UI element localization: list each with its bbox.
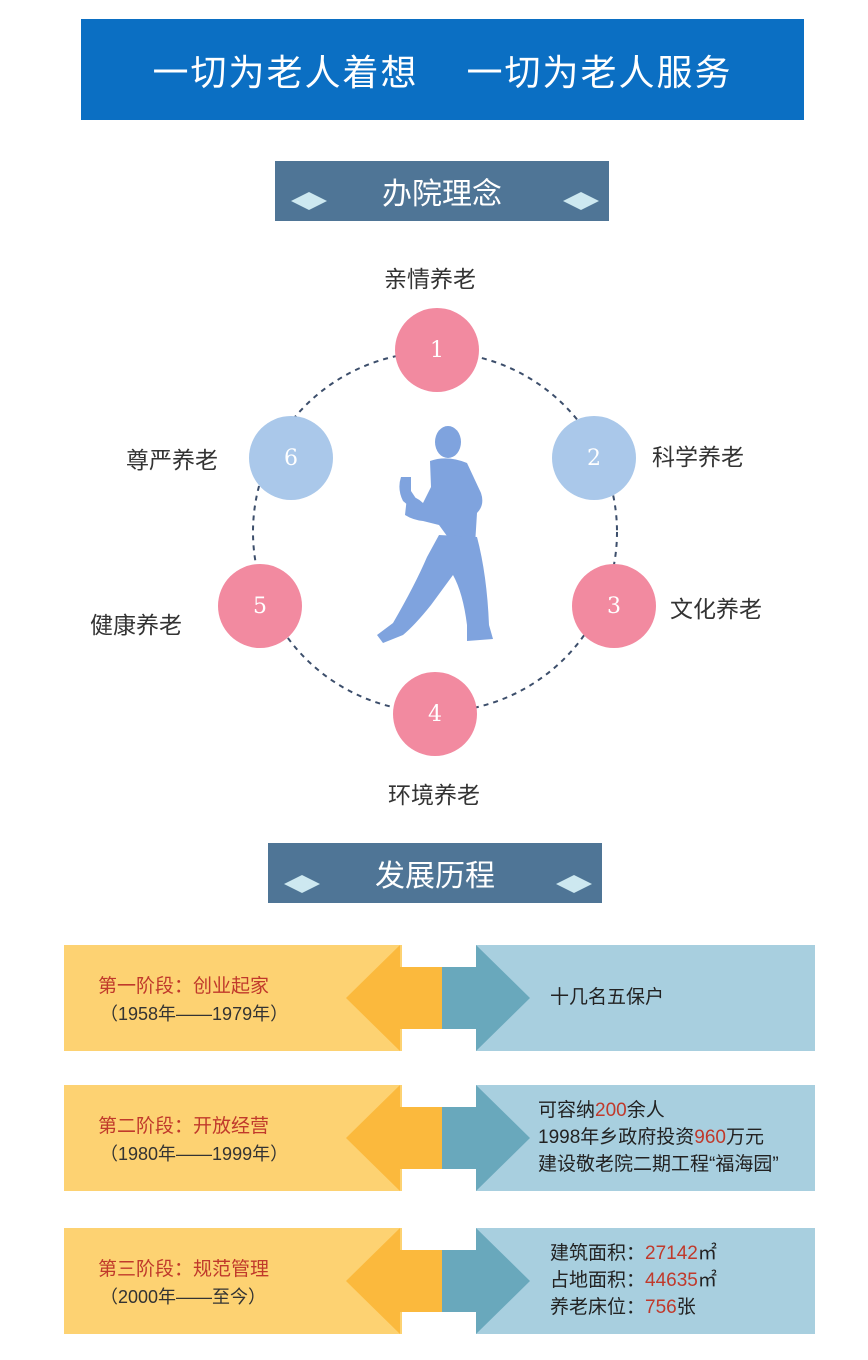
diamond-icon xyxy=(291,192,327,210)
philosophy-label-5: 健康养老 xyxy=(90,613,182,639)
node-number: 4 xyxy=(428,701,442,727)
stage-3-title: 第三阶段：规范管理 xyxy=(98,1258,270,1280)
text-segment: ㎡ xyxy=(697,1270,717,1291)
highlight-value: 756 xyxy=(645,1297,677,1318)
text-segment: ㎡ xyxy=(697,1243,717,1264)
stage-3-right-box xyxy=(476,1228,815,1334)
philosophy-label-2: 科学养老 xyxy=(652,445,744,471)
philosophy-title: 办院理念 xyxy=(382,177,502,212)
philosophy-node-2: 2 xyxy=(552,416,636,500)
stage-text-line: 1998年乡政府投资960万元 xyxy=(538,1124,779,1151)
text-segment: 张 xyxy=(676,1297,696,1318)
node-number: 2 xyxy=(587,445,601,471)
top-banner: 一切为老人着想 一切为老人服务 xyxy=(81,19,804,120)
philosophy-label-6: 尊严养老 xyxy=(126,448,218,474)
text-segment: 养老床位： xyxy=(550,1297,646,1318)
text-segment: 余人 xyxy=(626,1100,665,1121)
stage-text-line: 可容纳200余人 xyxy=(538,1097,779,1124)
stage-1-arrows-icon xyxy=(346,945,530,1051)
banner-left-text: 一切为老人着想 xyxy=(152,52,419,94)
banner-right-text: 一切为老人服务 xyxy=(466,52,733,94)
stage-text-line: 养老床位：756张 xyxy=(550,1294,717,1321)
philosophy-title-bar: 办院理念 xyxy=(275,161,609,221)
tai-chi-figure-icon xyxy=(377,426,493,643)
text-segment: 建筑面积： xyxy=(550,1243,646,1264)
stage-text-line: 十几名五保户 xyxy=(550,984,664,1011)
text-segment: 建设敬老院二期工程“福海园” xyxy=(538,1154,779,1175)
philosophy-node-5: 5 xyxy=(218,564,302,648)
highlight-value: 44635 xyxy=(645,1270,698,1291)
stage-3-period: （2000年——至今） xyxy=(100,1287,267,1307)
stage-2-title: 第二阶段：开放经营 xyxy=(98,1115,270,1137)
philosophy-label-3: 文化养老 xyxy=(670,597,762,623)
stage-text-line: 建筑面积：27142㎡ xyxy=(550,1240,717,1267)
stage-3-arrows-icon xyxy=(346,1228,530,1334)
philosophy-label-1: 亲情养老 xyxy=(384,267,476,293)
node-number: 5 xyxy=(253,593,267,619)
text-segment: 万元 xyxy=(725,1127,764,1148)
highlight-value: 200 xyxy=(595,1100,627,1121)
node-number: 6 xyxy=(284,445,298,471)
philosophy-node-4: 4 xyxy=(393,672,477,756)
text-segment: 占地面积： xyxy=(550,1270,646,1291)
node-number: 1 xyxy=(430,337,444,363)
diamond-icon xyxy=(563,192,599,210)
stage-2-right-box xyxy=(476,1085,815,1191)
philosophy-node-6: 6 xyxy=(249,416,333,500)
philosophy-label-4: 环境养老 xyxy=(388,783,480,809)
stage-1-right-box xyxy=(476,945,815,1051)
node-number: 3 xyxy=(607,593,621,619)
stage-3-left-box xyxy=(64,1228,402,1334)
stage-text-line: 占地面积：44635㎡ xyxy=(550,1267,717,1294)
stage-1-description: 十几名五保户 xyxy=(550,984,664,1011)
stage-1-left-box xyxy=(64,945,402,1051)
highlight-value: 27142 xyxy=(645,1243,698,1264)
text-segment: 十几名五保户 xyxy=(550,987,665,1008)
stage-text-line: 建设敬老院二期工程“福海园” xyxy=(538,1151,779,1178)
stage-2-period: （1980年——1999年） xyxy=(100,1144,289,1164)
stage-1-title: 第一阶段：创业起家 xyxy=(98,975,270,997)
diamond-icon xyxy=(284,875,320,893)
stage-1-period: （1958年——1979年） xyxy=(100,1004,289,1024)
history-title: 发展历程 xyxy=(375,859,495,894)
stage-2-left-box xyxy=(64,1085,402,1191)
text-segment: 可容纳 xyxy=(538,1100,596,1121)
history-title-bar: 发展历程 xyxy=(268,843,602,903)
text-segment: 1998年乡政府投资 xyxy=(538,1127,695,1148)
highlight-value: 960 xyxy=(694,1127,726,1148)
diamond-icon xyxy=(556,875,592,893)
stage-2-arrows-icon xyxy=(346,1085,530,1191)
philosophy-node-1: 1 xyxy=(395,308,479,392)
philosophy-node-3: 3 xyxy=(572,564,656,648)
